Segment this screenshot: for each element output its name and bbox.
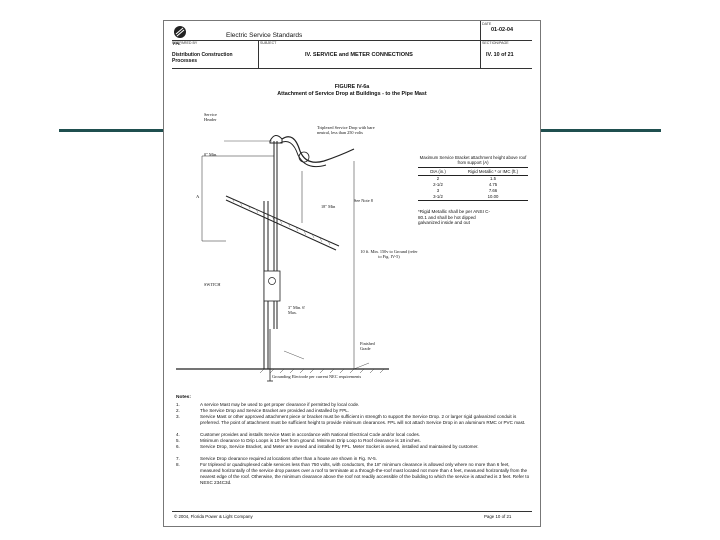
page-value: IV. 10 of 21 bbox=[486, 52, 514, 58]
table-row: 2-1/2 4.75 bbox=[433, 182, 498, 187]
label-finished-grade: Finished Grade bbox=[360, 341, 375, 351]
figure-title: Attachment of Service Drop at Buildings … bbox=[277, 91, 427, 97]
fpl-logo-icon bbox=[174, 26, 186, 38]
label-grounding: Grounding Electrode per current NEC requ… bbox=[272, 374, 362, 379]
label-eighteen-min: 18" Min bbox=[321, 204, 336, 209]
footer-copyright: © 2004, Florida Power & Light Company bbox=[174, 514, 253, 519]
doc-title: Electric Service Standards bbox=[226, 32, 303, 39]
table-rule-mid bbox=[418, 175, 528, 176]
label-mast-min: 3" Min. 6' Max. bbox=[288, 305, 306, 315]
document-page: FPL Electric Service Standards DATE 01-0… bbox=[163, 20, 541, 527]
table-row: 2 1.5 bbox=[436, 176, 496, 181]
section-label: SECTION/PAGE bbox=[482, 41, 509, 45]
figure-number: FIGURE IV-6a bbox=[334, 84, 370, 90]
header-rule-2 bbox=[172, 68, 532, 69]
footer-page: Page 10 of 21 bbox=[484, 514, 512, 519]
label-triplexed-drop: Triplexed Service Drop with bare neutral… bbox=[317, 125, 375, 135]
table-footnote: *Rigid Metallic shall be per ANSI C-80.1… bbox=[418, 209, 490, 225]
logo-text: FPL bbox=[173, 41, 181, 46]
date-value: 01-02-04 bbox=[491, 27, 514, 33]
label-zero-min: 0" Min. bbox=[204, 152, 218, 157]
slide-bar-right bbox=[541, 129, 661, 132]
label-a: A bbox=[196, 194, 200, 199]
table-row: 3 7.66 bbox=[436, 188, 498, 193]
table-rule-top bbox=[418, 167, 528, 168]
header-vrule-2 bbox=[480, 21, 481, 68]
bracket-table: Maximum Service Bracket attachment heigh… bbox=[418, 155, 528, 226]
notes-heading: Notes: bbox=[176, 395, 191, 400]
slide-bar-left bbox=[59, 129, 163, 132]
prepared-by-value: Distribution Construction Processes bbox=[172, 52, 233, 64]
label-switch: SWITCH bbox=[204, 282, 221, 287]
prepared-by-label: PREPARED BY bbox=[172, 41, 198, 45]
header-rule-1 bbox=[172, 40, 532, 41]
table-rule-bottom bbox=[418, 200, 528, 201]
footer-rule bbox=[172, 511, 532, 512]
label-see-note: See Note 8 bbox=[354, 198, 373, 203]
subject-label: SUBJECT bbox=[260, 41, 277, 45]
table-col-dia: DIA (in.) bbox=[430, 169, 446, 174]
label-service-header: Service Header bbox=[204, 112, 217, 122]
subject-value: IV. SERVICE and METER CONNECTIONS bbox=[305, 52, 413, 58]
header-vrule-1 bbox=[258, 40, 259, 68]
table-row: 3-1/2 10.00 bbox=[433, 194, 499, 199]
document-header: FPL Electric Service Standards DATE 01-0… bbox=[164, 21, 540, 79]
table-col-rigid: Rigid Metallic * or IMC (ft.) bbox=[467, 169, 519, 174]
label-ten-min: 10 ft. Min. 150v to Ground (refer to Fig… bbox=[360, 249, 418, 259]
date-label: DATE bbox=[482, 22, 492, 26]
table-title: Maximum Service Bracket attachment heigh… bbox=[419, 155, 527, 165]
service-mast-drawing bbox=[176, 135, 389, 382]
